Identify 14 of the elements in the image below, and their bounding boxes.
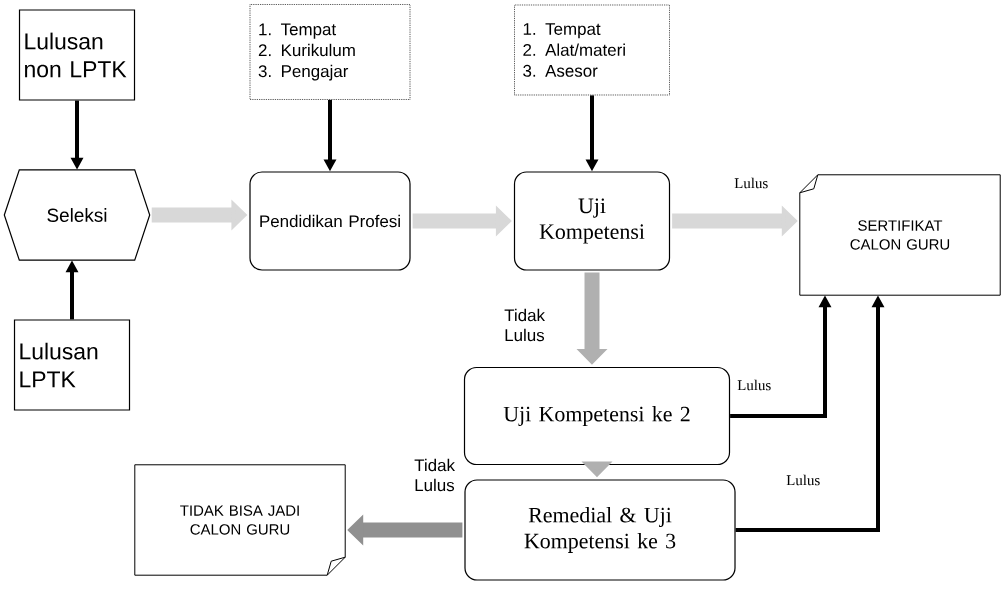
hexagon-box: Seleksi [3, 169, 151, 261]
edge-label: Lulus [734, 177, 768, 189]
list-box: 1. Tempat 2. Alat/materi 3. Asesor [514, 4, 670, 96]
process-box: Uji Kompetensi [513, 171, 671, 271]
edge-label: Lulus [786, 474, 820, 486]
text-box: Lulusan non LPTK [18, 9, 136, 101]
edge-label: Lulus [737, 379, 771, 391]
process-box: Uji Kompetensi ke 2 [463, 366, 731, 466]
edge-label: Tidak Lulus [414, 458, 455, 492]
edge-label: Tidak Lulus [504, 308, 545, 342]
process-box: Remedial & Uji Kompetensi ke 3 [464, 479, 736, 581]
list-box: 1. Tempat 2. Kurikulum 3. Pengajar [249, 4, 411, 100]
process-box: Pendidikan Profesi [249, 171, 411, 271]
text-box: Lulusan LPTK [13, 319, 131, 411]
